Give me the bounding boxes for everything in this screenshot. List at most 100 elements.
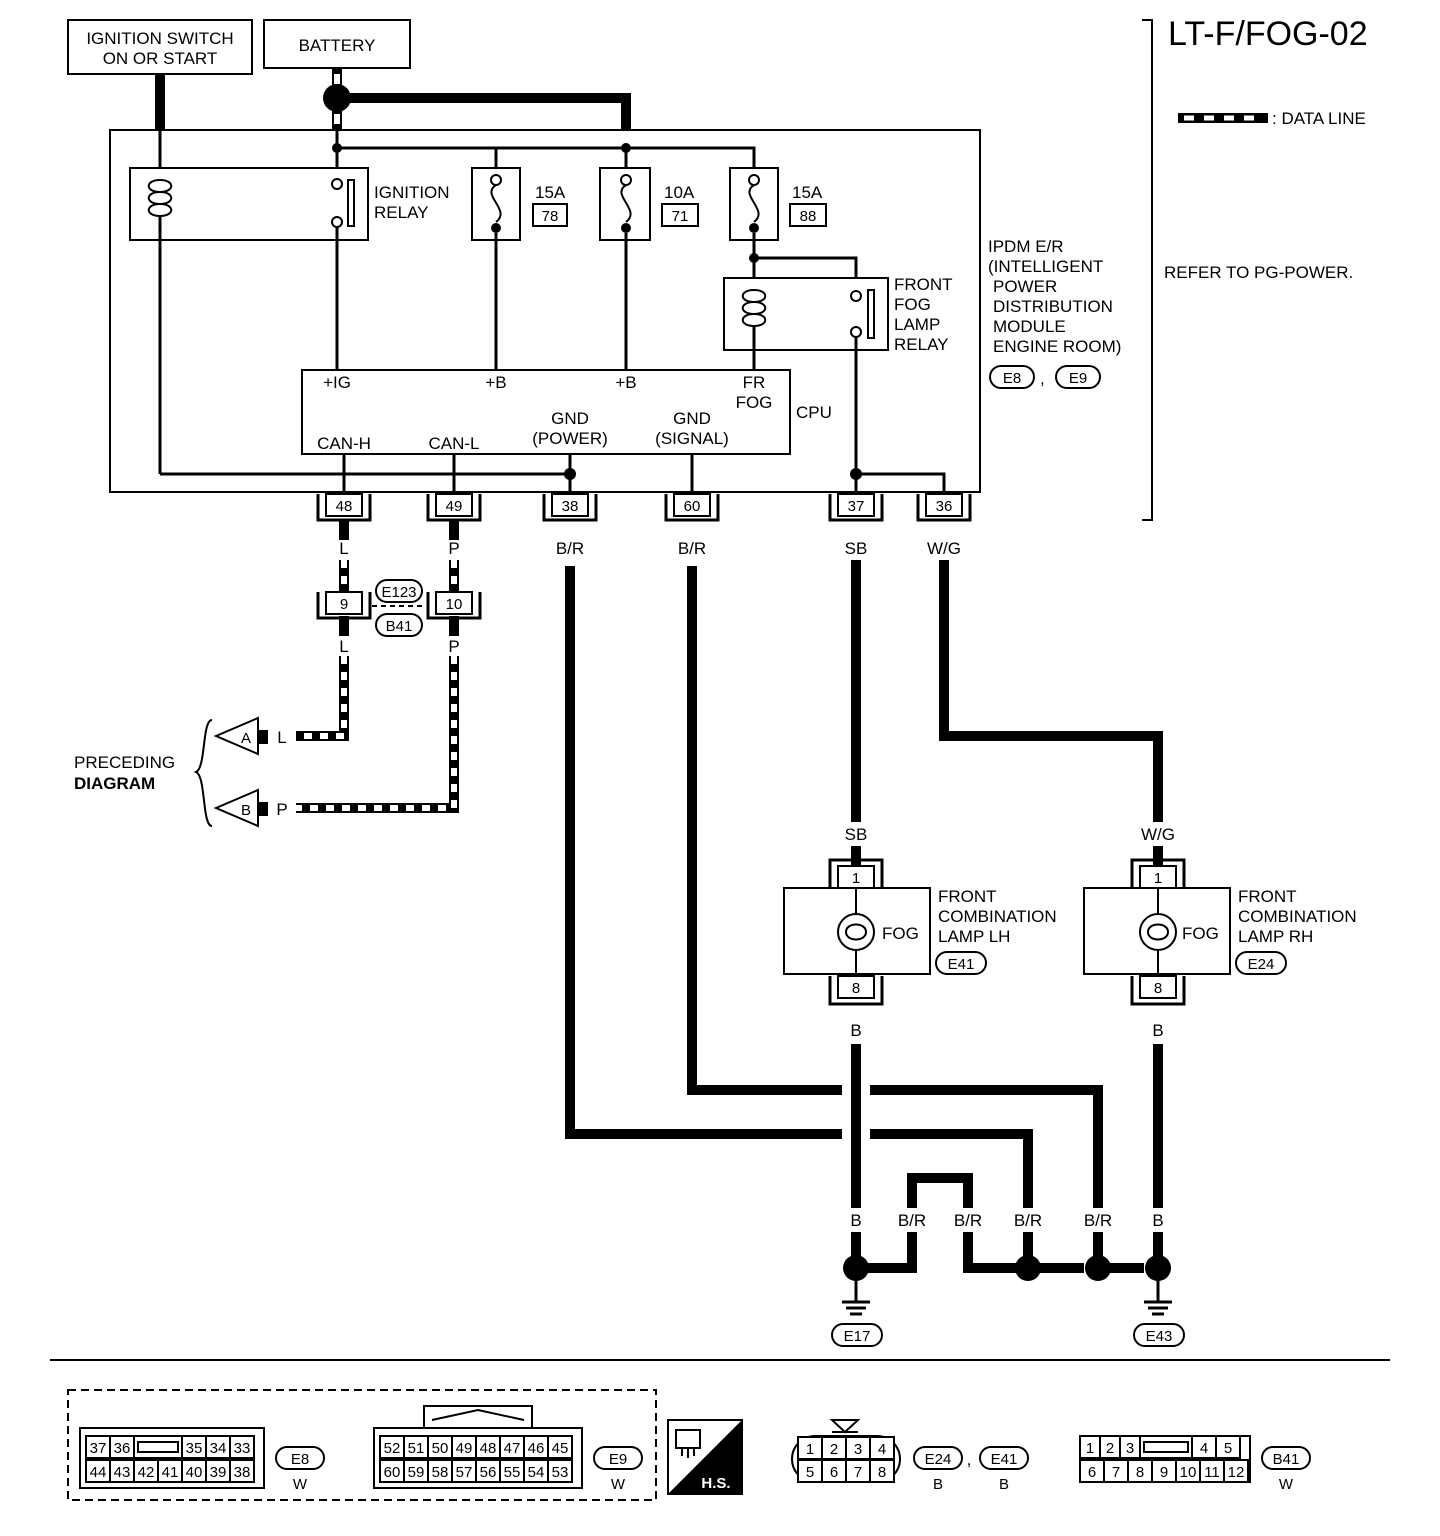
connector-pin-label: 49 bbox=[456, 1440, 473, 1457]
svg-text:E9: E9 bbox=[609, 1451, 627, 1468]
connector-pin-label: 50 bbox=[432, 1440, 449, 1457]
connector-key-icon bbox=[1143, 1441, 1189, 1453]
connector-pin-cell bbox=[229, 1459, 255, 1483]
connector-pin-label: 54 bbox=[528, 1464, 545, 1481]
ground-wire-color-5: B/R bbox=[1084, 1211, 1112, 1230]
ipdm-conn-e9-label: E9 bbox=[1069, 370, 1087, 387]
svg-text:60: 60 bbox=[684, 498, 701, 515]
connector-pin-label: 12 bbox=[1228, 1464, 1245, 1481]
ipdm-label-4: DISTRIBUTION bbox=[993, 297, 1113, 316]
front-combination-lamp-lh: 1 FOG 8 FRONT COMBINATION LAMP LH E41 bbox=[783, 858, 1057, 1006]
ground-wire-color-2: B/R bbox=[898, 1211, 926, 1230]
svg-text:P: P bbox=[276, 800, 287, 819]
ipdm-bracket bbox=[1142, 19, 1153, 521]
connector-pin-label: 3 bbox=[854, 1441, 862, 1458]
connector-pin-cell bbox=[547, 1459, 573, 1483]
ground-wire-color-6: B bbox=[1152, 1211, 1163, 1230]
svg-text:PRECEDING: PRECEDING bbox=[74, 753, 175, 772]
svg-text:15A: 15A bbox=[535, 183, 566, 202]
ipdm-pin-49: 49 bbox=[426, 493, 482, 522]
svg-text:H.S.: H.S. bbox=[701, 1475, 730, 1492]
fuse-88: 15A 88 bbox=[729, 167, 827, 241]
ground-e43-icon: E43 bbox=[1133, 1280, 1185, 1347]
ipdm-box bbox=[109, 129, 981, 493]
connector-pin-label: 36 bbox=[114, 1440, 131, 1457]
inner-battery-bus bbox=[335, 130, 628, 170]
svg-text:,: , bbox=[967, 1450, 972, 1469]
cpu-gnd-signal-2: (SIGNAL) bbox=[655, 429, 729, 448]
connector-pin-label: 40 bbox=[186, 1464, 203, 1481]
connector-pin-label: 5 bbox=[1224, 1440, 1232, 1457]
connector-pin-label: 7 bbox=[1112, 1464, 1120, 1481]
ground-wire-color-3: B/R bbox=[954, 1211, 982, 1230]
connector-pin-cell bbox=[1215, 1435, 1241, 1459]
connector-pin-label: 45 bbox=[552, 1440, 569, 1457]
ipdm-pin-38: 38 bbox=[542, 493, 598, 522]
svg-text:1: 1 bbox=[1154, 870, 1162, 887]
connector-pin-label: 43 bbox=[114, 1464, 131, 1481]
wire-color-b-rh: B bbox=[1152, 1021, 1163, 1040]
ipdm-pin-37: 37 bbox=[828, 493, 884, 522]
connector-pin-label: 1 bbox=[1086, 1440, 1094, 1457]
connector-pin-label: 11 bbox=[1204, 1464, 1220, 1481]
svg-text:FOG: FOG bbox=[882, 924, 919, 943]
connector-pin-label: 39 bbox=[210, 1464, 227, 1481]
svg-text:E123: E123 bbox=[381, 584, 416, 601]
ground-wiring bbox=[565, 566, 1171, 1281]
connector-pin-label: 5 bbox=[806, 1464, 814, 1481]
ipdm-label-6: ENGINE ROOM) bbox=[993, 337, 1121, 356]
svg-text:B41: B41 bbox=[1273, 1451, 1300, 1468]
connector-pin-label: 59 bbox=[408, 1464, 425, 1481]
connector-pin-label: 34 bbox=[210, 1440, 227, 1457]
connector-pin-label: 38 bbox=[234, 1464, 251, 1481]
ipdm-label-3: POWER bbox=[993, 277, 1057, 296]
svg-text:71: 71 bbox=[672, 208, 689, 225]
svg-text:B: B bbox=[933, 1476, 943, 1493]
ignition-switch-label-2: ON OR START bbox=[103, 49, 218, 68]
wg-wire bbox=[939, 560, 1163, 822]
cpu-gnd-signal-1: GND bbox=[673, 409, 711, 428]
fog-relay-label-3: LAMP bbox=[894, 315, 940, 334]
ignition-relay-box bbox=[129, 167, 369, 241]
svg-text:L: L bbox=[277, 728, 286, 747]
ipdm-conn-e8-label: E8 bbox=[1003, 370, 1021, 387]
connector-pin-label: 4 bbox=[1200, 1440, 1208, 1457]
svg-text:B: B bbox=[241, 802, 251, 819]
fuse-71: 10A 71 bbox=[599, 167, 699, 241]
svg-text:E41: E41 bbox=[991, 1451, 1018, 1468]
connector-pin-label: 37 bbox=[90, 1440, 107, 1457]
ipdm-conn-sep: , bbox=[1040, 369, 1045, 388]
cpu-can-h: CAN-H bbox=[317, 434, 371, 453]
svg-text:88: 88 bbox=[800, 208, 817, 225]
joint-connector: 9 10 E123 B41 bbox=[316, 579, 482, 637]
ipdm-label-2: (INTELLIGENT bbox=[988, 257, 1103, 276]
ipdm-conn-e9 bbox=[1055, 365, 1101, 389]
battery-junction bbox=[323, 84, 351, 112]
connector-key-icon bbox=[137, 1441, 179, 1453]
wire-color-lower-l: L bbox=[339, 637, 348, 656]
ground-e17-icon: E17 bbox=[831, 1280, 883, 1347]
connector-pin-label: 33 bbox=[234, 1440, 251, 1457]
ipdm-pin-48: 48 bbox=[316, 493, 372, 522]
harness-side-icon: H.S. bbox=[667, 1419, 743, 1495]
svg-text:FRONT: FRONT bbox=[1238, 887, 1297, 906]
cpu-can-l: CAN-L bbox=[428, 434, 479, 453]
connector-pin-cell bbox=[1223, 1459, 1249, 1483]
svg-text:W: W bbox=[1279, 1476, 1294, 1493]
connector-views-frame bbox=[67, 1389, 657, 1501]
connector-pin-label: 57 bbox=[456, 1464, 473, 1481]
ipdm-pin-36: 36 bbox=[916, 493, 972, 522]
fog-bulb-icon bbox=[1139, 913, 1177, 951]
ignition-relay-label-2: RELAY bbox=[374, 203, 429, 222]
fog-bulb-icon bbox=[837, 913, 875, 951]
svg-text:W: W bbox=[293, 1476, 308, 1493]
svg-text:E43: E43 bbox=[1146, 1328, 1173, 1345]
svg-text:E24: E24 bbox=[925, 1451, 952, 1468]
cpu-b2: +B bbox=[615, 373, 636, 392]
battery-label: BATTERY bbox=[299, 36, 376, 55]
connector-pin-label: 56 bbox=[480, 1464, 497, 1481]
connector-pin-label: 53 bbox=[552, 1464, 569, 1481]
svg-text:36: 36 bbox=[936, 498, 953, 515]
connector-pin-label: 44 bbox=[90, 1464, 107, 1481]
